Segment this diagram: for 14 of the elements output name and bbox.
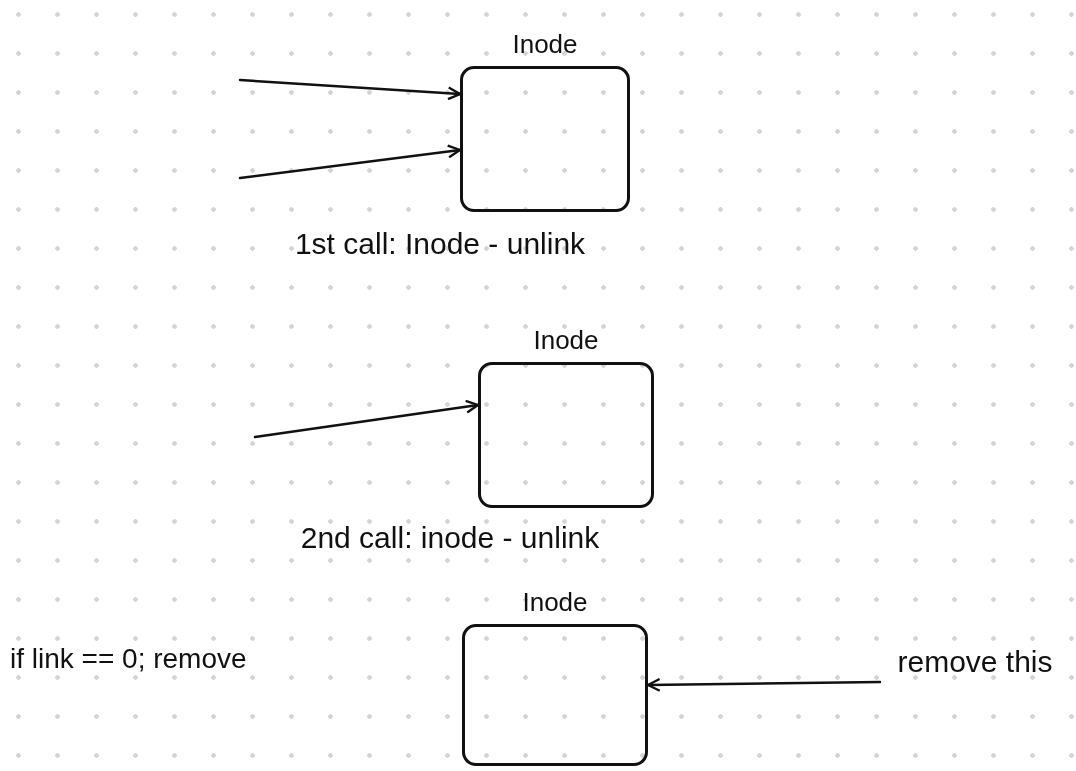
arrow [238,144,462,180]
arrow [253,399,480,439]
inode-box [478,362,654,508]
call-caption: 1st call: Inode - unlink [293,226,587,262]
condition-note: if link == 0; remove [10,642,248,676]
box-heading: Inode [521,586,589,619]
call-caption: 2nd call: inode - unlink [299,520,601,556]
inode-box [460,66,630,212]
arrow [238,78,462,101]
arrow [646,677,882,692]
note-text: remove this [880,645,1070,679]
box-heading: Inode [511,28,579,61]
box-heading: Inode [532,324,600,357]
inode-box [462,624,648,766]
